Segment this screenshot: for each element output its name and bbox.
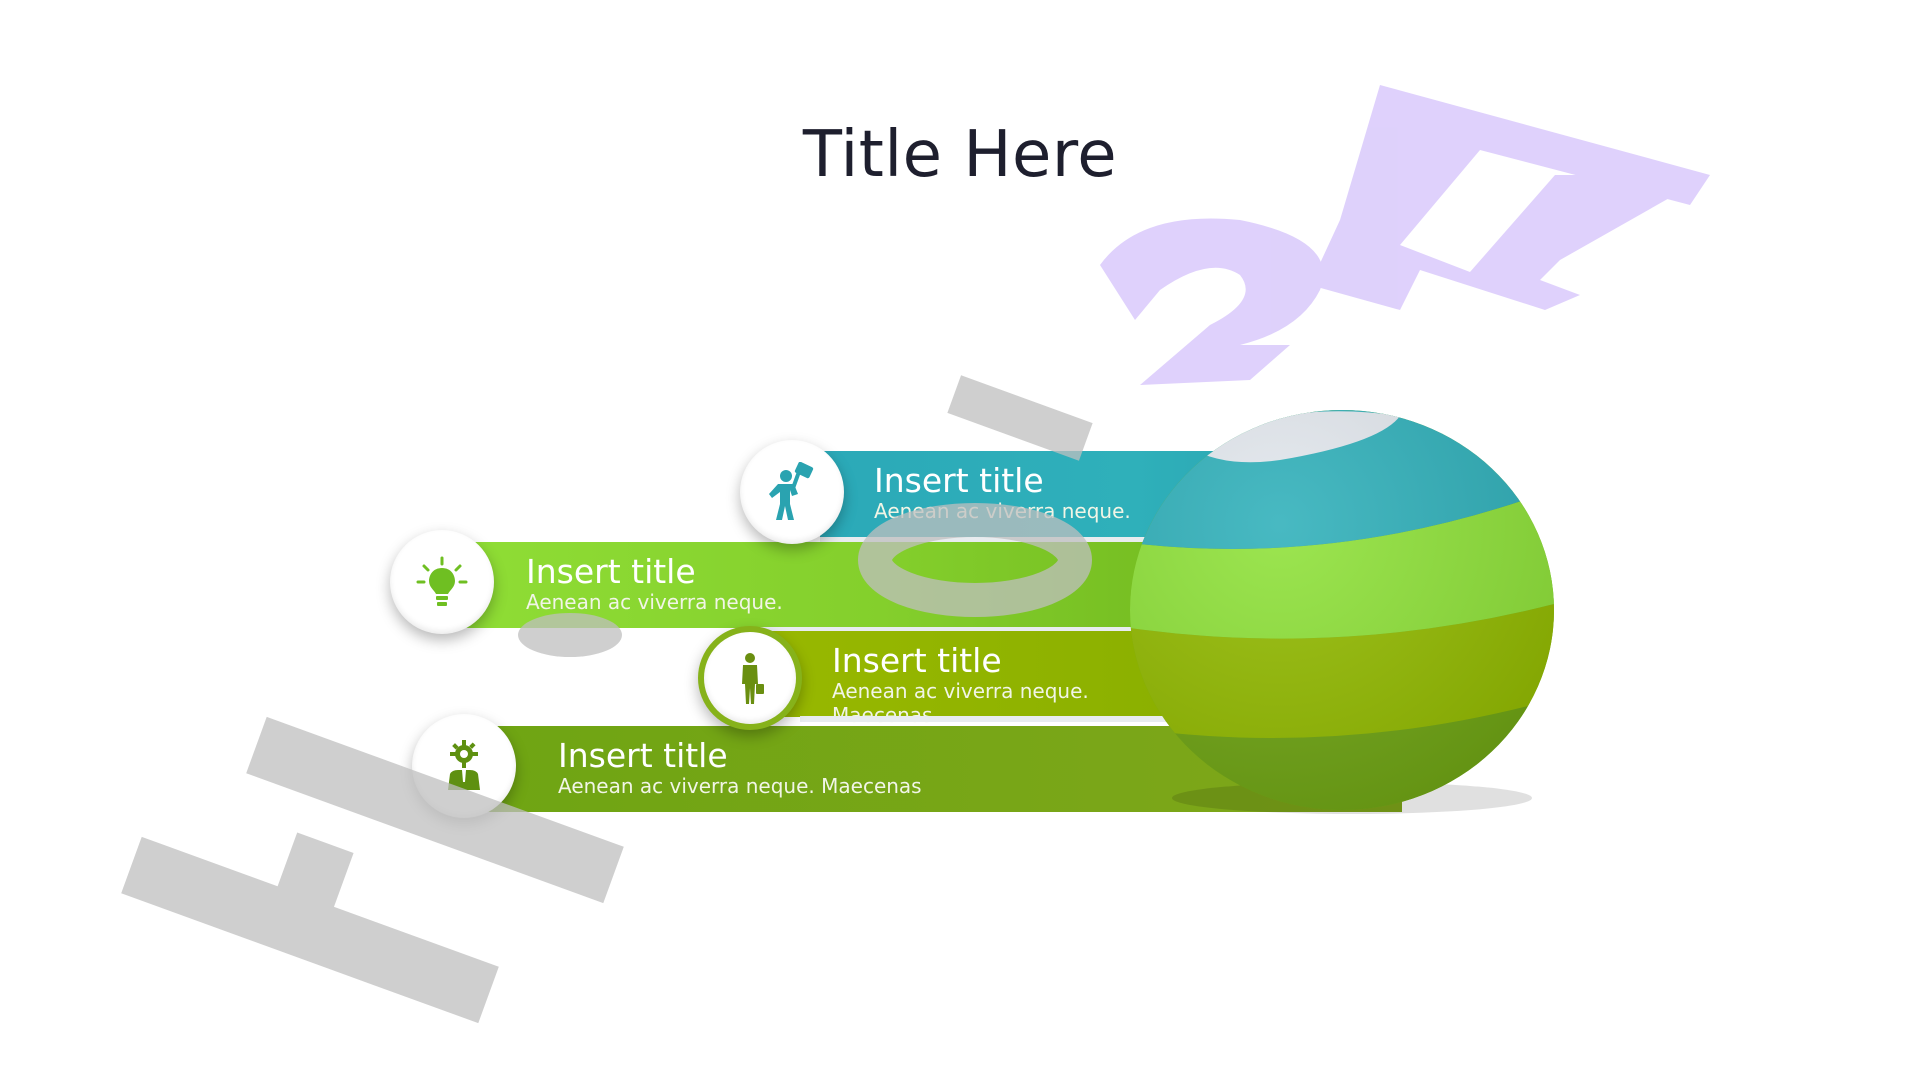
item-icon-circle-1 — [740, 440, 844, 544]
item-icon-circle-2 — [390, 530, 494, 634]
item-title-3: Insert title — [832, 641, 1002, 680]
item-title-1: Insert title — [874, 461, 1044, 500]
gear-person-icon — [448, 740, 480, 790]
item-description-4: Aenean ac viverra neque. Maecenas — [558, 774, 922, 798]
item-icon-circle-4 — [412, 714, 516, 818]
item-icon-circle-3 — [698, 626, 802, 730]
segmented-sphere — [1130, 410, 1554, 814]
item-description-1: Aenean ac viverra neque. — [874, 499, 1131, 523]
item-description-2: Aenean ac viverra neque. — [526, 590, 783, 614]
separator-3 — [800, 716, 1170, 722]
item-title-2: Insert title — [526, 552, 696, 591]
page-title: Title Here — [802, 118, 1118, 192]
separator-2 — [760, 627, 1160, 633]
item-title-4: Insert title — [558, 736, 728, 775]
lightbulb-icon — [416, 556, 468, 606]
businessman-hammer-icon — [769, 462, 814, 520]
businessman-briefcase-icon — [742, 653, 764, 704]
item-bar-2: Insert title Aenean ac viverra neque. — [462, 542, 1162, 628]
item-description-3: Aenean ac viverra neque. Maecenas — [832, 679, 1089, 727]
item-bar-3: Insert title Aenean ac viverra neque. Ma… — [760, 631, 1180, 727]
